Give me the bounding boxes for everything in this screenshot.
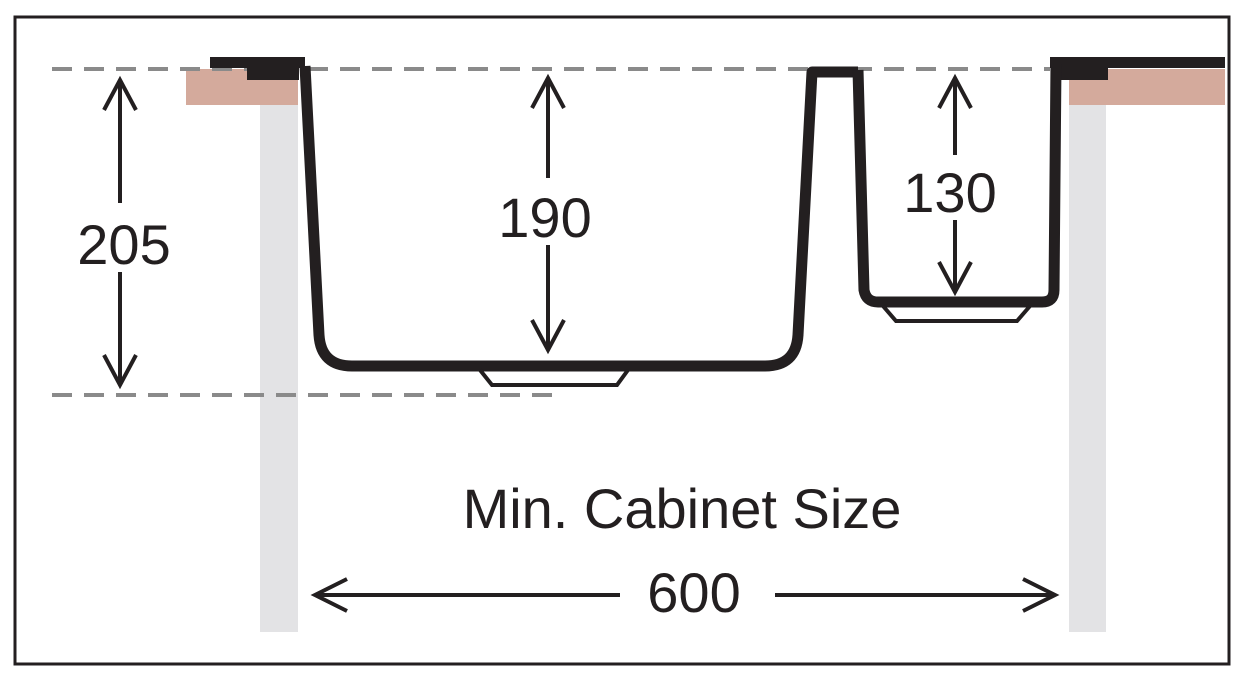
main-bowl-depth-label: 190 [498,186,591,249]
main-bowl [299,65,858,372]
cabinet-side-right [1069,104,1106,632]
cabinet-size-caption: Min. Cabinet Size [463,477,902,540]
small-bowl [852,63,1062,308]
cabinet-width-label: 600 [647,561,740,624]
small-bowl-depth-label: 130 [903,161,996,224]
arrow-small-bowl-depth [937,73,973,297]
outer-frame [13,15,1231,666]
sink-clip-left [247,62,299,80]
arrow-overall-depth [102,75,138,390]
arrow-cabinet-width [310,577,1060,613]
main-bowl-drain [478,368,630,387]
cabinet-side-left [260,104,298,632]
small-bowl-drain [881,304,1032,323]
arrow-main-bowl-depth [530,73,566,355]
overall-depth-label: 205 [77,213,170,276]
sink-flange-right [1050,57,1225,68]
sink-clip-right [1056,62,1108,80]
